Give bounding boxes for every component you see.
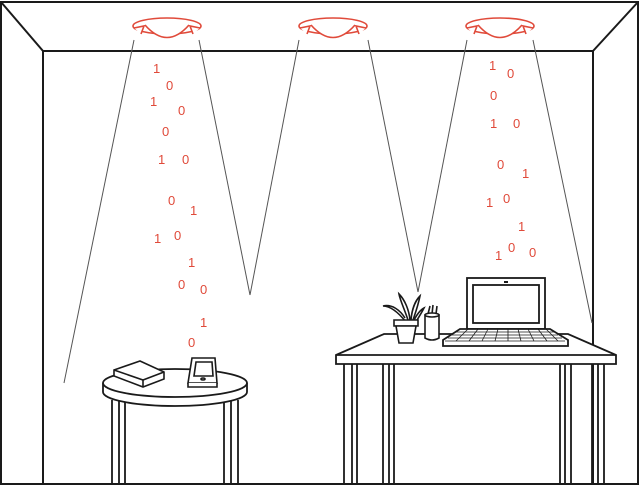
binary-digit: 0 <box>503 191 510 206</box>
binary-digit: 1 <box>489 58 496 73</box>
binary-digit: 1 <box>522 166 529 181</box>
binary-digit: 1 <box>150 94 157 109</box>
binary-digit: 1 <box>486 195 493 210</box>
binary-digit: 0 <box>490 88 497 103</box>
binary-digit: 1 <box>495 248 502 263</box>
right-ceiling-light-icon <box>465 17 535 39</box>
binary-digit: 0 <box>168 193 175 208</box>
desk <box>335 333 617 484</box>
left-ceiling-light-icon <box>132 17 202 39</box>
laptop-keyboard <box>445 328 565 342</box>
binary-digit: 0 <box>162 124 169 139</box>
binary-digit: 0 <box>166 78 173 93</box>
binary-digit: 1 <box>518 219 525 234</box>
binary-digit: 1 <box>153 61 160 76</box>
binary-digit: 0 <box>178 103 185 118</box>
binary-digit: 0 <box>188 335 195 350</box>
binary-digit: 1 <box>154 231 161 246</box>
binary-digit: 0 <box>200 282 207 297</box>
book-icon <box>113 360 165 388</box>
binary-digit: 1 <box>200 315 207 330</box>
ceiling-lights <box>132 17 535 39</box>
binary-digit: 0 <box>508 240 515 255</box>
pencil-cup-icon <box>424 304 440 341</box>
binary-digit: 1 <box>490 116 497 131</box>
binary-digit: 1 <box>158 152 165 167</box>
binary-digit: 1 <box>190 203 197 218</box>
round-table <box>102 368 248 484</box>
binary-digit: 0 <box>513 116 520 131</box>
laptop-icon <box>442 277 569 347</box>
plant-icon <box>382 291 426 344</box>
phone-icon <box>187 357 218 388</box>
light-beams <box>63 39 593 384</box>
center-ceiling-light-icon <box>298 17 368 39</box>
binary-digit: 0 <box>178 277 185 292</box>
binary-digit: 0 <box>507 66 514 81</box>
binary-digit: 1 <box>188 255 195 270</box>
binary-digit: 0 <box>497 157 504 172</box>
binary-digit: 0 <box>174 228 181 243</box>
binary-digit: 0 <box>529 245 536 260</box>
binary-digit: 0 <box>182 152 189 167</box>
